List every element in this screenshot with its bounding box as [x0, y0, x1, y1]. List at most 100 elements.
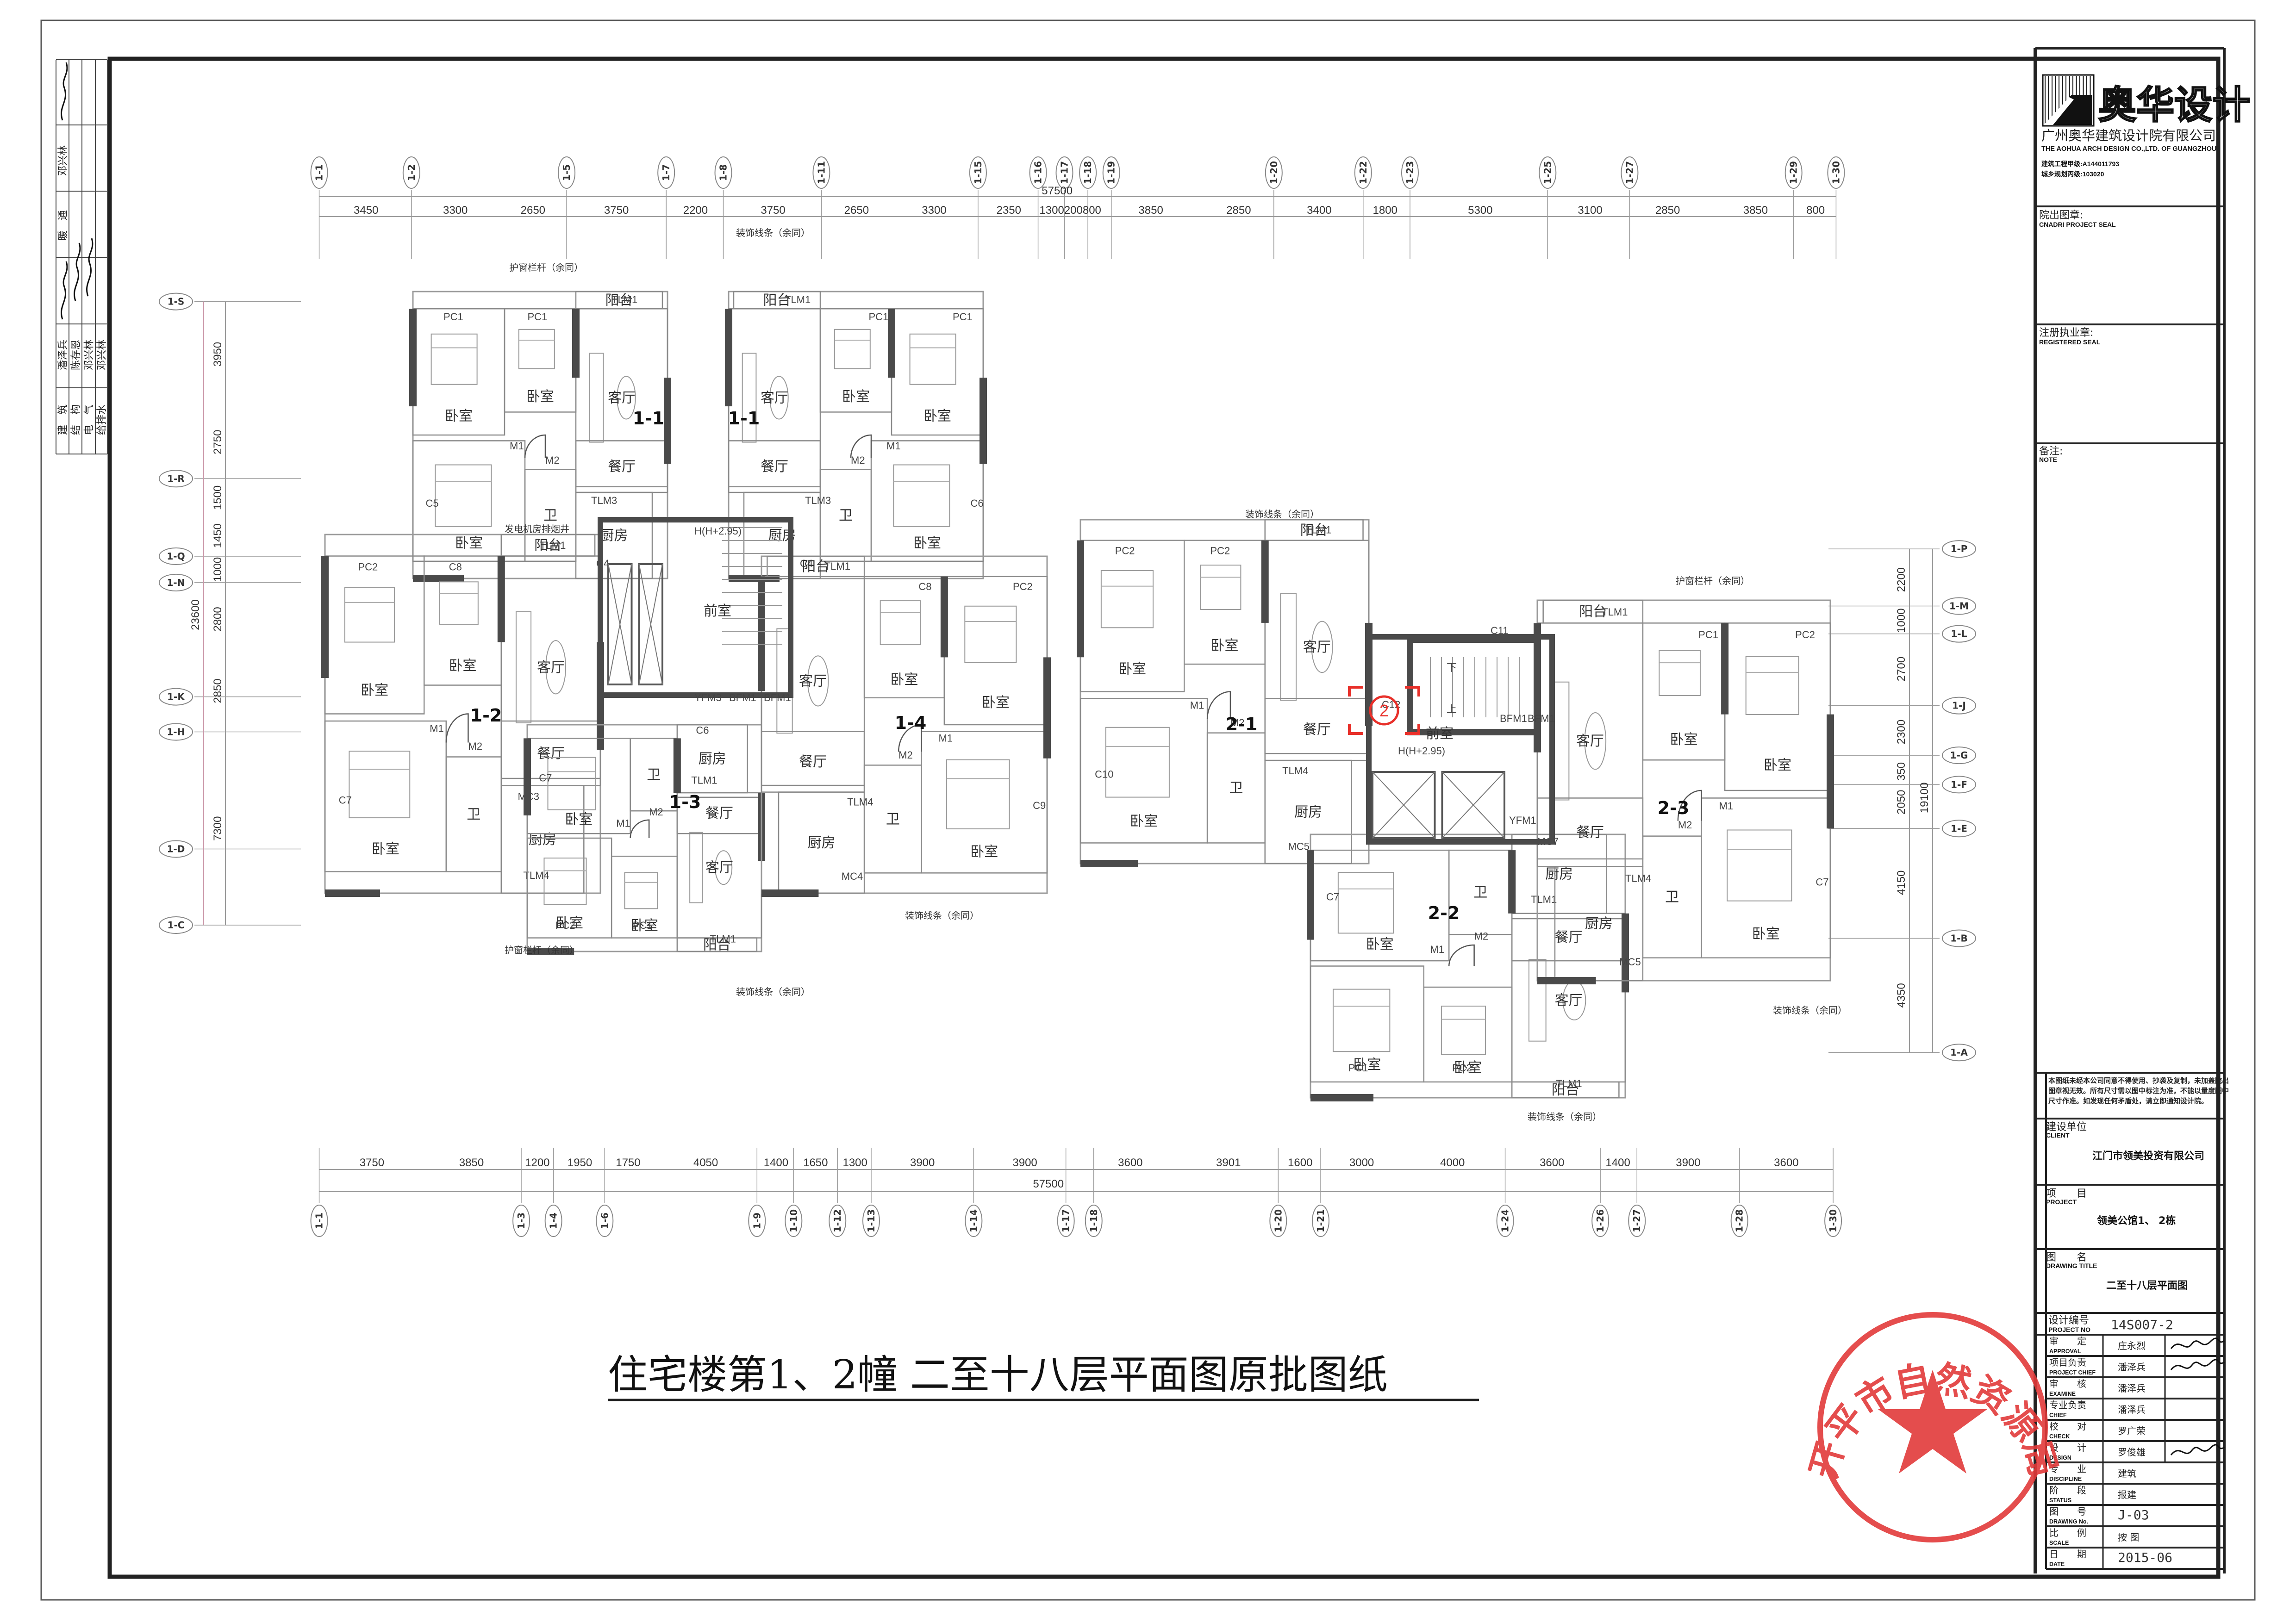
guardrail-note: 护窗栏杆（余同）: [505, 945, 579, 956]
elevator-icon: [638, 563, 663, 685]
room-label: 厨房: [1545, 866, 1573, 882]
axis-label: 1-23: [1404, 161, 1416, 184]
room-label: 客厅: [799, 673, 827, 689]
opening-code: TLM4: [1625, 872, 1651, 884]
row-label-en: DESIGN: [2049, 1455, 2071, 1461]
dimension-text: 1500: [212, 485, 224, 510]
opening-code: PC1: [953, 311, 973, 323]
client-label-en: CLIENT: [2046, 1132, 2070, 1139]
opening-code: PC2: [1115, 545, 1135, 556]
plan-annotations: 护窗栏杆（余同）护窗栏杆（余同）护窗栏杆（余同）装饰线条（余同）装饰线条（余同）…: [505, 227, 1847, 1122]
lobby-label-2: 前室: [1426, 726, 1454, 742]
dimension-text: 1750: [616, 1157, 640, 1169]
dimension-text: 1400: [764, 1157, 788, 1169]
axis-bubble: 1-L: [1942, 625, 1976, 643]
room-label: 阳台: [802, 559, 830, 575]
disclaimer-line: 尺寸作准。如发现任何矛盾处，请立即通知设计院。: [2048, 1097, 2208, 1105]
strip-name-extra: 邓兴林: [57, 145, 69, 176]
room-label: 卧室: [982, 695, 1010, 711]
dimension-text: 4000: [1440, 1157, 1465, 1169]
table-icon: [807, 655, 829, 707]
opening-code: M1: [939, 732, 953, 744]
sheet-title: 住宅楼第1、2幢 二至十八层平面图原批图纸: [608, 1352, 1388, 1398]
bed-icon: [624, 872, 658, 909]
dimension-text: 3850: [1138, 204, 1163, 217]
strip-discipline-extra: 暖 通: [57, 210, 69, 241]
dimension-text: 4050: [693, 1157, 718, 1169]
axis-bubble: 1-27: [1628, 1205, 1646, 1237]
room-label: 客厅: [608, 390, 636, 406]
room-label: 卧室: [372, 841, 399, 858]
row-label-cn: 审 定: [2049, 1336, 2086, 1347]
bed-icon: [946, 759, 1010, 830]
opening-code: PC1: [869, 311, 889, 323]
revision-marker: 2: [1348, 686, 1420, 735]
axis-label: 1-H: [167, 727, 185, 738]
axis-bubble: 1-6: [596, 1205, 614, 1237]
row-label-en: CHECK: [2049, 1433, 2070, 1440]
strip-name: 潘泽兵: [57, 340, 69, 370]
project-label-en: PROJECT: [2046, 1198, 2077, 1206]
fire-door-code: BFM1: [1500, 713, 1527, 724]
axis-label: 1-24: [1500, 1209, 1511, 1232]
company-logo: 奥华设计: [2042, 74, 2251, 128]
signature: [2170, 1359, 2225, 1370]
unit-label: 1-1: [633, 408, 665, 429]
signature: [2170, 1337, 2225, 1349]
axis-bubble: 1-26: [1591, 1205, 1610, 1237]
opening-code: C7: [1816, 877, 1828, 888]
bed-icon: [1100, 570, 1154, 628]
bed-icon: [834, 329, 871, 369]
opening-code: M1: [1190, 700, 1204, 711]
opening-code: M2: [649, 806, 663, 818]
axis-label: 1-A: [1950, 1047, 1968, 1058]
elevator-icon: [1372, 771, 1436, 839]
fire-door-code: YFM1: [1509, 815, 1536, 826]
opening-code: M2: [1678, 819, 1692, 831]
axis-label: 1-7: [661, 164, 672, 181]
opening-code: TLM4: [847, 796, 873, 808]
company-name-en: THE AOHUA ARCH DESIGN CO.,LTD. OF GUANGZ…: [2041, 145, 2216, 153]
bed-icon: [1745, 656, 1799, 715]
axis-bubble: 1-R: [159, 470, 193, 488]
opening-code: TLM1: [824, 560, 850, 572]
lobby-level-1: H(H+2.95): [694, 525, 742, 537]
opening-code: C7: [1326, 891, 1339, 902]
room-label: 卧室: [1118, 661, 1146, 677]
unit-label: 1-2: [470, 705, 502, 726]
opening-code: PC2: [358, 561, 378, 573]
dimension-total: 57500: [1033, 1178, 1064, 1190]
unit-label: 2-2: [1428, 903, 1460, 923]
room-label: 客厅: [1576, 733, 1604, 749]
room-label: 卧室: [445, 408, 473, 424]
row-label-en: PROJECT CHIEF: [2049, 1369, 2096, 1376]
door-swing-icon: [1677, 790, 1702, 821]
bed-icon: [909, 333, 956, 385]
room-outline: [575, 291, 663, 310]
axis-label: 1-2: [406, 164, 417, 181]
project-label-cn: 项 目: [2046, 1188, 2087, 1200]
axis-bubble: 1-11: [812, 156, 830, 189]
axis-bubble: 1-F: [1942, 776, 1976, 794]
moulding-note: 装饰线条（余同）: [736, 227, 810, 238]
axis-label: 1-10: [788, 1209, 799, 1232]
row-label-cn: 专 业: [2049, 1463, 2086, 1474]
row-label-en: CHIEF: [2049, 1412, 2067, 1418]
approval-stamp: 开平市自然资源局: [1802, 1312, 2065, 1542]
row-label-cn: 日 期: [2049, 1548, 2086, 1560]
moulding-note: 装饰线条（余同）: [1245, 509, 1319, 520]
room-label: 卧室: [842, 389, 870, 405]
unit-label: 2-3: [1658, 798, 1690, 818]
axis-bubble: 1-G: [1942, 746, 1976, 765]
reg-label-cn: 注册执业章:: [2039, 327, 2093, 339]
dimension-text: 3600: [1540, 1157, 1564, 1169]
opening-code: C9: [1033, 800, 1046, 811]
axis-bubble: 1-29: [1784, 156, 1803, 189]
dimension-text: 3900: [910, 1157, 935, 1169]
room-label: 卫: [647, 767, 661, 783]
axis-label: 1-F: [1951, 779, 1967, 790]
axis-bubble: 1-Q: [159, 547, 193, 565]
seal-label-en: CNADRI PROJECT SEAL: [2039, 221, 2116, 228]
sofa-icon: [689, 832, 703, 903]
dimension-text: 2800: [212, 607, 224, 631]
